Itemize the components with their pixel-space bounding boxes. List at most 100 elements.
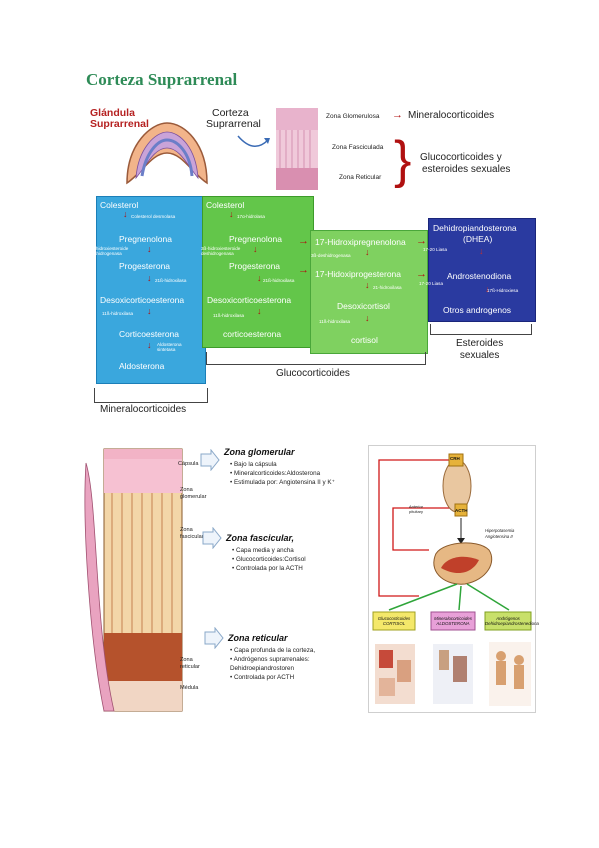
arrow-down-icon: ↓: [147, 244, 152, 254]
arrow-down-icon: ↓: [365, 247, 370, 257]
label-medula: Médula: [180, 685, 199, 691]
arrow-down-icon: ↓: [485, 284, 490, 294]
arrow-right-icon: →: [416, 235, 427, 247]
arrow-down-icon: ↓: [147, 306, 152, 316]
arrow-right-icon: →: [392, 109, 403, 121]
page-title: Corteza Suprarrenal: [86, 70, 238, 89]
enzyme-label: 3ß-hidroxiesteroide deshidrogenasa: [89, 246, 129, 256]
zona-fasciculada-label: Zona Fasciculada: [332, 144, 384, 151]
enzyme-label: Aldosterona sintetasa: [157, 342, 182, 352]
enzyme-label: Colesterol desmolasa: [131, 214, 176, 219]
arrow-down-icon: ↓: [253, 244, 258, 254]
arrow-down-icon: ↓: [257, 273, 262, 283]
glucocorticoid-pathway-1: Colesterol ↓ 17α-hidrolasa Pregnenolona …: [201, 196, 314, 348]
step-dhea-abbr: (DHEA): [463, 234, 493, 244]
adrenal-gland-drawing: [126, 122, 208, 185]
step-corticoesterona: Corticoesterona: [119, 329, 180, 339]
enzyme-label: 21ß-hidroxilasa: [155, 278, 187, 283]
label-zona-reticular: Zona reticular: [180, 657, 200, 670]
arrow-right-icon: →: [416, 268, 427, 280]
enzyme-label: 17α-hidrolasa: [237, 214, 265, 219]
enzyme-label: 21ß-hidroxilasa: [263, 278, 295, 283]
step-colesterol: Colesterol: [100, 200, 139, 210]
enzyme-label: 17ß-Hidroxiesa: [487, 288, 519, 293]
arrow-down-icon: ↓: [147, 340, 152, 350]
step-otros-androgenos: Otros androgenos: [443, 305, 512, 315]
zona-glomerulosa-label: Zona Glomerulosa: [326, 113, 380, 120]
zona-glomerular-title: Zona glomerular: [224, 447, 295, 457]
crh-label: CRH: [450, 456, 460, 461]
zona-fascicular-bullets: • Capa media y ancha • Glucocorticoides:…: [232, 547, 306, 572]
step-desoxicorticoesterona: Desoxicorticoesterona: [100, 295, 185, 305]
enzyme-label: 11ß-hidroxilasa: [102, 311, 134, 316]
step-progesterona: Progesterona: [119, 261, 171, 271]
zona-glomerular-bullets: • Bajo la cápsula • Mineralcorticoides:A…: [230, 461, 335, 486]
step-desoxicorticoesterona: Desoxicorticoesterona: [207, 295, 292, 305]
mineralocorticoid-pathway: Colesterol ↓ Colesterol desmolasa Pregne…: [89, 196, 206, 384]
step-dhea: Dehidropiandosterona: [433, 223, 517, 233]
zona-fascicular-title: Zona fascicular,: [226, 533, 295, 543]
zona-reticular-label: Zona Reticular: [339, 174, 382, 181]
enzyme-label: 3ß-deshidrogenasa: [311, 253, 351, 258]
step-progesterona: Progesterona: [229, 261, 281, 271]
enzyme-label: 17-20 Liasa: [419, 281, 444, 286]
arrow-down-icon: ↓: [229, 209, 234, 219]
step-pregnenolona: Pregnenolona: [119, 234, 172, 244]
arrow-right-icon: →: [298, 264, 309, 276]
arrow-right-icon: [204, 627, 224, 649]
enzyme-label: 17-20 Liasa: [423, 247, 448, 252]
label-zona-glomerular: Zona glomerular: [180, 487, 207, 500]
cortex-histology-drawing: [84, 448, 183, 712]
step-pregnenolona: Pregnenolona: [229, 234, 282, 244]
enzyme-label: 11ß-hidroxilasa: [213, 313, 245, 318]
glucocorticoid-pathway-2: 17-Hidroxipregnenolona ↓ 3ß-deshidrogena…: [310, 230, 428, 354]
enzyme-label: 3ß-hidroxiesteroide deshidrogenasa: [201, 246, 241, 256]
arrow-down-icon: ↓: [479, 246, 484, 256]
label-capsula: Cápsula: [178, 461, 199, 467]
arrow-right-icon: →: [298, 235, 309, 247]
acth-label: ACTH: [455, 508, 468, 513]
arrow-right-icon: [202, 527, 222, 549]
glucocorticoid-bracket: [206, 352, 426, 365]
curved-arrow-icon: [237, 135, 270, 147]
enzyme-label: 11ß-hidroxilasa: [319, 319, 351, 324]
output-mineralocorticoides: Mineralocorticoides: [408, 110, 495, 121]
arrow-right-icon: [200, 449, 220, 471]
sex-steroid-pathway: Dehidropiandosterona (DHEA) ↓ 17-20 Lias…: [419, 218, 536, 322]
label-zona-fascicular: Zona fascicular: [180, 527, 204, 540]
zona-reticular-bullets: • Capa profunda de la corteza, • Andróge…: [230, 647, 316, 681]
enzyme-label: 21-hidroxilasa: [373, 285, 402, 290]
cortex-tissue-image: [276, 108, 318, 190]
zona-reticular-title: Zona reticular: [228, 633, 288, 643]
step-colesterol: Colesterol: [206, 200, 245, 210]
arrow-down-icon: ↓: [123, 209, 128, 219]
arrow-down-icon: ↓: [147, 273, 152, 283]
regulation-diagram: [372, 453, 532, 706]
step-17-hidroxipregnenolona: 17-Hidroxipregnenolona: [315, 237, 406, 247]
step-androstenodiona: Androstenodiona: [447, 271, 512, 281]
arrow-down-icon: ↓: [257, 306, 262, 316]
step-17-hidroxiprogesterona: 17-Hidoxiprogesterona: [315, 269, 401, 279]
arrow-down-icon: ↓: [365, 280, 370, 290]
step-aldosterona: Aldosterona: [119, 361, 165, 371]
label-mineralocorticoides: Mineralocorticoides: [100, 404, 187, 415]
label-glucocorticoides: Glucocorticoides: [276, 368, 350, 379]
cortex-zones-figure: Cápsula Zona glomerular Zona fascicular …: [84, 443, 354, 713]
brace-icon: }: [394, 131, 412, 189]
mineralocorticoid-bracket: [94, 388, 208, 403]
sex-steroid-bracket: [430, 324, 532, 335]
step-desoxicortisol: Desoxicortisol: [337, 301, 390, 311]
step-cortisol: cortisol: [351, 335, 378, 345]
arrow-down-icon: ↓: [365, 313, 370, 323]
